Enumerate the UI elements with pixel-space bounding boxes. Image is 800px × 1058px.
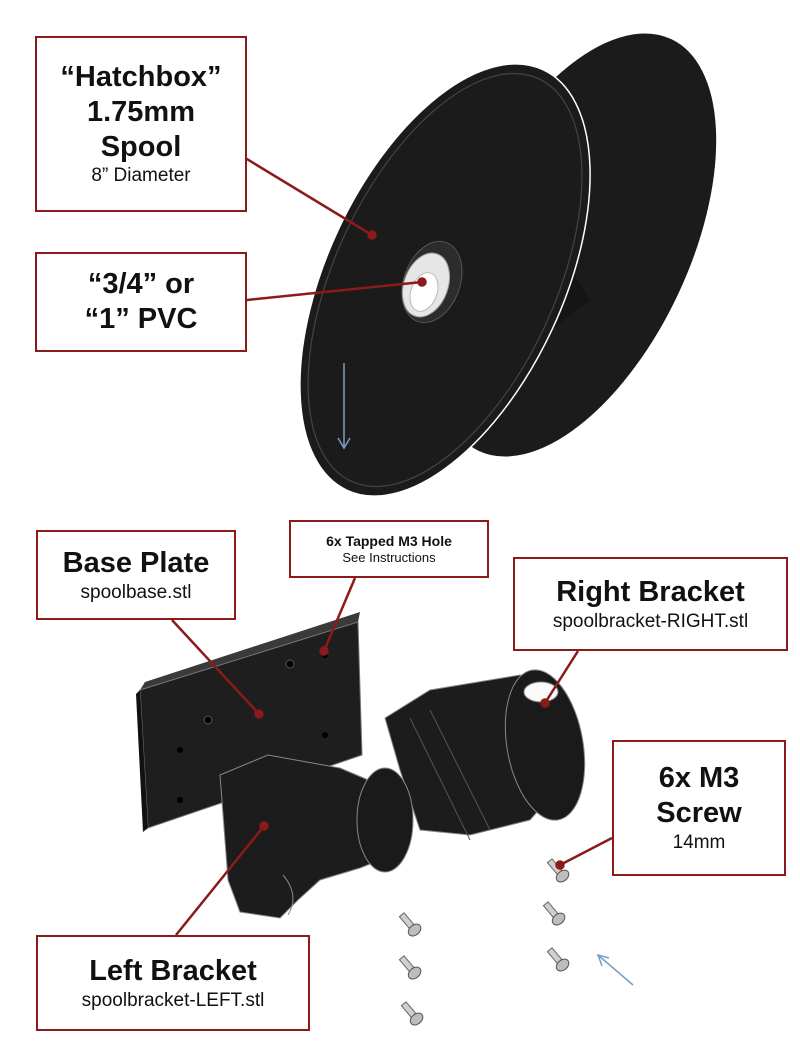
right-bracket-subtitle: spoolbracket-RIGHT.stl [552,610,749,632]
spool-callout: “Hatchbox” 1.75mm Spool 8” Diameter [35,36,247,212]
screw [546,947,570,972]
pvc-line2: “1” PVC [84,303,198,335]
right-bracket-callout: Right Bracket spoolbracket-RIGHT.stl [513,557,788,651]
right-bracket-title: Right Bracket [556,575,745,608]
left-bracket-title: Left Bracket [89,954,257,987]
screw-title-line1: 6x M3 [658,762,740,795]
pvc-line1: “3/4” or [87,268,195,301]
tapped-holes-title: 6x Tapped M3 Hole [326,532,452,549]
screw [542,901,566,926]
screw [400,1001,424,1026]
leader-base-plate [171,619,260,715]
screw-title-line2: Screw [656,797,742,830]
tapped-holes-callout: 6x Tapped M3 Hole See Instructions [289,520,489,578]
spool-drawing [299,31,718,497]
left-bracket-subtitle: spoolbracket-LEFT.stl [81,989,265,1011]
leader-pvc [246,280,423,302]
leader-screw [559,836,613,867]
tapped-holes-subtitle: See Instructions [342,549,436,565]
spool-title-line3: Spool [100,130,182,163]
leader-left-bracket [175,825,265,936]
right-bracket-drawing [384,669,586,841]
screw [398,955,422,980]
spool-front-rim [307,72,583,488]
pvc-callout: “3/4” or “1” PVC [35,252,247,352]
leader-right-bracket [543,650,580,704]
base-plate-subtitle: spoolbase.stl [80,581,192,603]
base-plate-title: Base Plate [62,546,210,579]
screw-callout: 6x M3 Screw 14mm [612,740,786,876]
leader-tapped-holes [322,577,357,652]
assembly-arrow-diagonal [596,953,634,986]
spool-title-line2: 1.75mm [86,95,195,128]
left-bracket-drawing [219,754,414,919]
spool-subtitle: 8” Diameter [91,165,191,187]
screw [398,912,422,937]
base-plate-drawing [136,612,363,832]
leader-spool [231,148,373,237]
leader-lines [171,148,613,936]
screws [398,858,570,1026]
assembly-arrow-down [337,363,351,450]
screw-subtitle: 14mm [672,831,726,853]
left-bracket-callout: Left Bracket spoolbracket-LEFT.stl [36,935,310,1031]
spool-title-line1: “Hatchbox” [60,60,222,93]
base-plate-callout: Base Plate spoolbase.stl [36,530,236,620]
